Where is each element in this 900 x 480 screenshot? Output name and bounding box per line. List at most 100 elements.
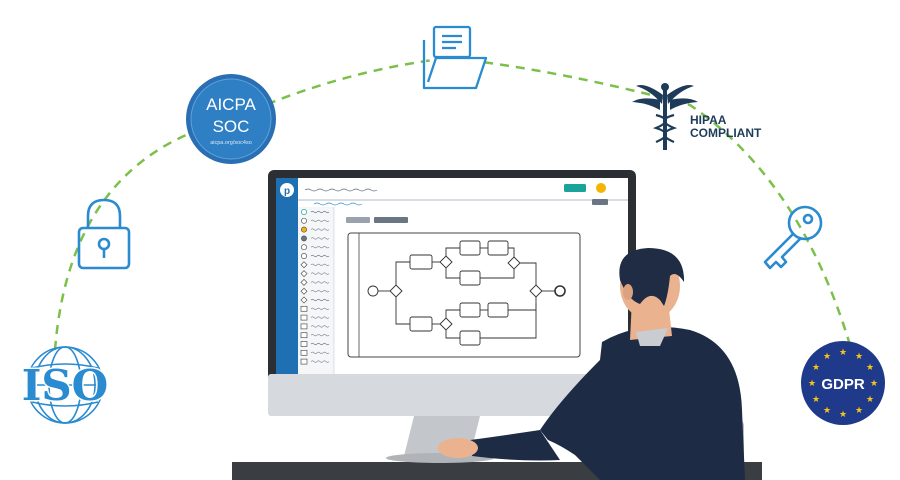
palette-item-icon <box>301 235 307 242</box>
svg-text:★: ★ <box>808 379 816 389</box>
palette-item-label <box>310 334 330 337</box>
hipaa-line1: HIPAA <box>690 113 727 127</box>
aicpa-line1: AICPA <box>206 95 256 114</box>
iso-label: ISO <box>22 361 109 410</box>
lock-icon <box>77 198 131 270</box>
palette-item[interactable] <box>300 261 330 269</box>
gdpr-label: GDPR <box>821 376 865 393</box>
palette-item-label <box>310 298 330 302</box>
palette-item-icon <box>300 305 308 312</box>
palette-item[interactable] <box>300 287 330 295</box>
end-event <box>554 285 566 297</box>
palette-item-label <box>310 342 330 346</box>
dashed-connector-arc <box>53 56 852 351</box>
palette-item[interactable] <box>301 217 330 224</box>
palette-item-label <box>310 228 330 231</box>
hipaa-badge: HIPAA COMPLIANT <box>632 83 762 150</box>
palette-item-icon <box>300 278 308 286</box>
palette-item-icon <box>300 332 308 339</box>
palette-item-icon <box>300 314 308 321</box>
globe-icon <box>26 346 104 424</box>
svg-text:★: ★ <box>812 395 820 405</box>
palette-item-label <box>310 325 330 328</box>
palette-item-label <box>310 290 330 293</box>
palette-item-label <box>310 237 330 240</box>
palette-item[interactable] <box>300 341 330 347</box>
palette-item[interactable] <box>300 305 330 312</box>
palette-item[interactable] <box>301 209 330 215</box>
svg-text:★: ★ <box>812 363 820 373</box>
palette-item-label <box>310 360 330 363</box>
bpmn-diagram <box>367 240 566 346</box>
palette-item[interactable] <box>301 235 330 242</box>
palette-item[interactable] <box>300 323 330 330</box>
palette-item[interactable] <box>300 278 330 286</box>
palette-item[interactable] <box>300 332 330 339</box>
palette-item-icon <box>301 226 307 233</box>
palette-item[interactable] <box>300 358 330 365</box>
palette-item-icon <box>300 287 308 295</box>
svg-text:★: ★ <box>870 379 878 389</box>
svg-text:★: ★ <box>866 395 874 405</box>
palette-item-icon <box>301 217 307 224</box>
palette-item[interactable] <box>301 226 330 233</box>
gateway-join <box>529 284 543 298</box>
caduceus-icon <box>632 83 698 150</box>
person-figure <box>438 248 745 480</box>
app-left-rail <box>276 178 298 374</box>
palette-item[interactable] <box>300 349 330 356</box>
palette-item-icon <box>300 358 308 365</box>
palette-item-icon <box>301 209 307 215</box>
gdpr-badge: ★★★ ★★★ ★★★ ★★★ GDPR <box>801 341 885 425</box>
breadcrumb[interactable] <box>313 202 363 206</box>
palette-item[interactable] <box>300 270 330 278</box>
palette-item-label <box>310 254 330 258</box>
palette-item[interactable] <box>300 296 330 304</box>
palette-item-label <box>310 263 330 266</box>
palette-item-icon <box>300 341 308 347</box>
palette-item-label <box>310 272 330 275</box>
palette-item[interactable] <box>301 253 330 259</box>
key-icon <box>763 205 823 270</box>
palette-item-label <box>310 281 330 284</box>
palette-item-icon <box>300 296 308 304</box>
aicpa-sub: aicpa.org/soc4so <box>210 140 252 146</box>
palette-item-label <box>310 307 330 310</box>
header-action-button[interactable] <box>564 184 586 192</box>
svg-text:★: ★ <box>855 352 863 362</box>
palette-item-label <box>310 210 330 214</box>
palette-item-label <box>310 351 330 354</box>
aicpa-line2: SOC <box>213 117 250 136</box>
app-screen: p <box>276 178 628 374</box>
svg-text:★: ★ <box>855 406 863 416</box>
palette-item[interactable] <box>301 244 330 251</box>
user-avatar[interactable] <box>596 183 606 193</box>
svg-text:★: ★ <box>839 410 847 420</box>
toolbar-button-1[interactable] <box>346 217 370 223</box>
palette-item-icon <box>300 261 308 269</box>
svg-text:★: ★ <box>839 348 847 358</box>
app-logo-letter: p <box>284 186 290 197</box>
palette-item-label <box>310 219 330 222</box>
palette-item-icon <box>300 323 308 330</box>
breadcrumb-button[interactable] <box>592 199 608 205</box>
palette-item-icon <box>301 253 307 259</box>
aicpa-soc-badge: AICPA SOC aicpa.org/soc4so <box>186 74 276 164</box>
folder-documents-icon <box>422 25 488 90</box>
palette-item-label <box>310 316 330 319</box>
diagram-pool[interactable] <box>347 232 581 358</box>
palette-item-label <box>310 246 330 249</box>
palette-item-icon <box>300 349 308 356</box>
app-logo[interactable] <box>280 183 294 197</box>
svg-text:★: ★ <box>866 363 874 373</box>
svg-text:★: ★ <box>823 406 831 416</box>
palette-item-icon <box>301 244 307 251</box>
toolbar-button-2[interactable] <box>374 217 408 223</box>
iso-badge: ISO <box>20 346 110 424</box>
gdpr-stars: ★★★ ★★★ ★★★ ★★★ <box>808 348 878 420</box>
svg-text:★: ★ <box>823 352 831 362</box>
palette-item-icon <box>300 270 308 278</box>
palette-item[interactable] <box>300 314 330 321</box>
hipaa-line2: COMPLIANT <box>690 126 762 140</box>
